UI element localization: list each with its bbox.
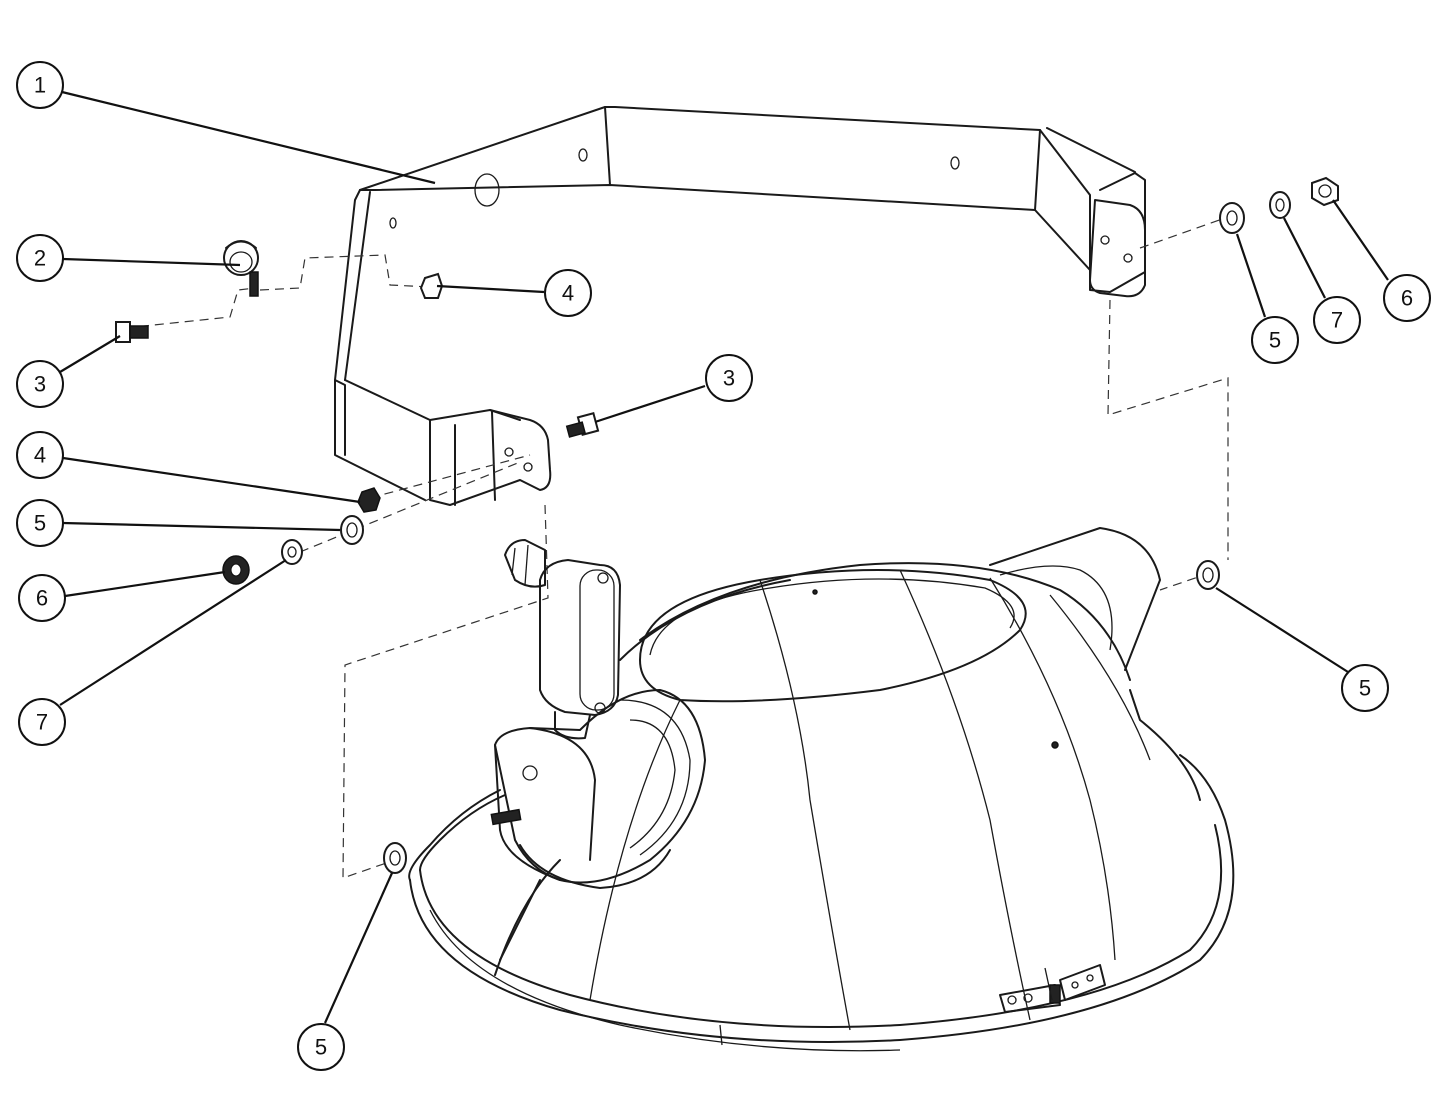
- svg-text:3: 3: [34, 372, 46, 397]
- washer-5-dome: [1196, 560, 1220, 590]
- callout-3-upper: 3: [16, 360, 64, 408]
- washer-5-right: [1219, 202, 1245, 234]
- callout-6-right: 6: [1383, 274, 1431, 322]
- callout-7-right: 7: [1313, 296, 1361, 344]
- yoke-bracket: [334, 106, 1146, 506]
- svg-text:4: 4: [562, 281, 574, 306]
- mounting-knuckle: [490, 689, 706, 889]
- washer-7-left: [281, 539, 303, 565]
- callout-4-upper: 4: [544, 269, 592, 317]
- svg-text:6: 6: [36, 586, 48, 611]
- nut-6-right: [1311, 176, 1339, 207]
- locknut-6-left: [222, 555, 250, 585]
- svg-text:7: 7: [1331, 308, 1343, 333]
- svg-text:3: 3: [723, 366, 735, 391]
- conduit-body: [504, 539, 621, 740]
- washer-5-left: [340, 515, 364, 545]
- svg-text:2: 2: [34, 246, 46, 271]
- callout-4-lower: 4: [16, 431, 64, 479]
- callout-5-right: 5: [1251, 316, 1299, 364]
- svg-text:1: 1: [34, 73, 46, 98]
- svg-text:5: 5: [1359, 676, 1371, 701]
- cable-clamp: [223, 240, 259, 297]
- callout-2: 2: [16, 234, 64, 282]
- leader-lines: [59, 90, 1389, 1024]
- washer-5-bottom: [383, 842, 407, 874]
- callout-3-lower: 3: [705, 354, 753, 402]
- svg-text:6: 6: [1401, 286, 1413, 311]
- svg-text:5: 5: [34, 511, 46, 536]
- svg-text:5: 5: [1269, 328, 1281, 353]
- washer-7-right: [1269, 191, 1291, 219]
- callout-5-bottom: 5: [297, 1023, 345, 1071]
- bolt-lower-right: [565, 412, 600, 438]
- callout-1: 1: [16, 61, 64, 109]
- nut-lower: [357, 487, 381, 513]
- callout-6-left: 6: [18, 574, 66, 622]
- svg-text:5: 5: [315, 1035, 327, 1060]
- svg-text:7: 7: [36, 710, 48, 735]
- svg-text:4: 4: [34, 443, 46, 468]
- callout-5-dome: 5: [1341, 664, 1389, 712]
- bolt-upper-left: [115, 321, 149, 343]
- luminaire-housing: [408, 527, 1235, 1052]
- callout-5-left: 5: [16, 499, 64, 547]
- callout-7-left: 7: [18, 698, 66, 746]
- nut-upper: [419, 272, 444, 299]
